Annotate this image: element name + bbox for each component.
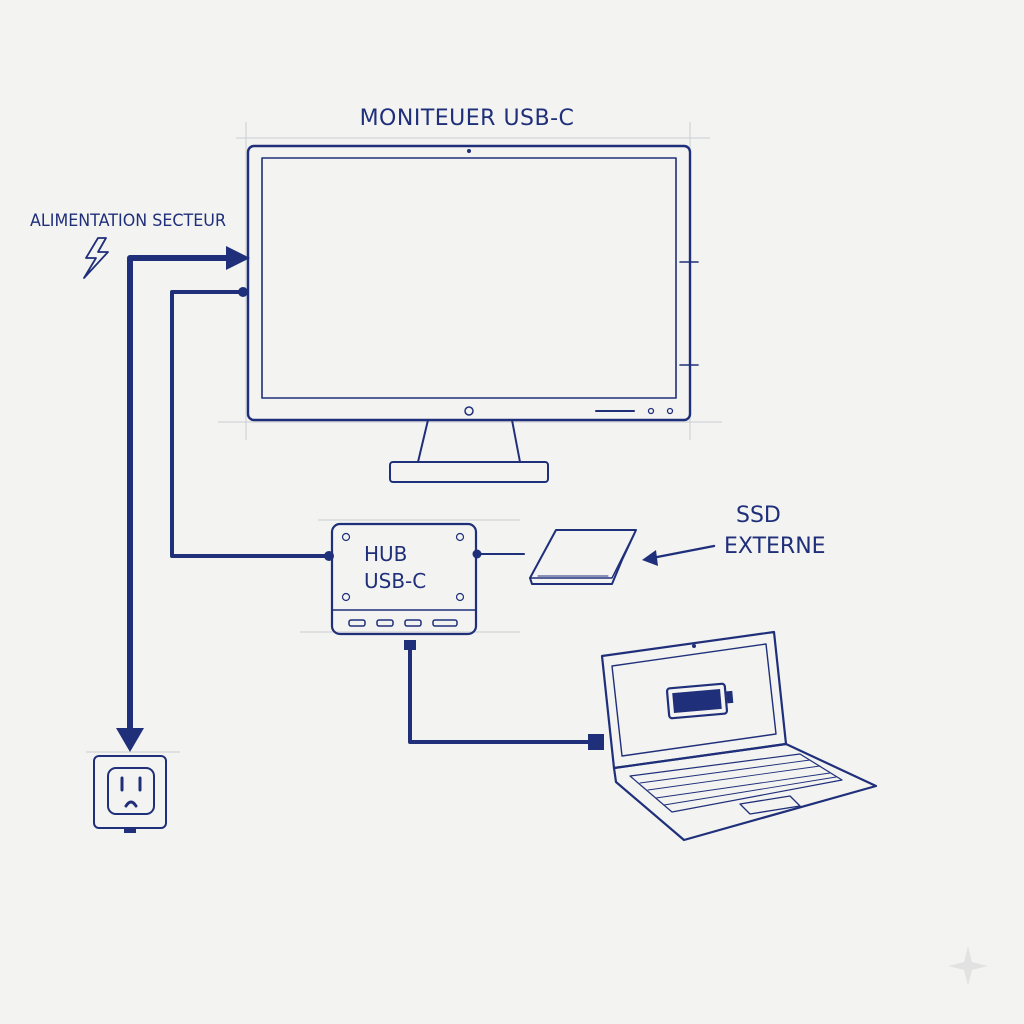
power-label: ALIMENTATION SECTEUR <box>30 211 226 231</box>
external-ssd-icon <box>529 529 637 585</box>
sparkle-icon <box>948 946 988 986</box>
ssd-annotation-arrow <box>650 544 716 560</box>
outlet-tab <box>124 828 136 833</box>
hub-port <box>376 619 394 627</box>
monitor-button-dot <box>647 407 655 415</box>
hub-label-line1: HUB <box>364 542 407 566</box>
laptop-base <box>612 742 878 842</box>
battery-icon <box>665 682 734 720</box>
monitor-camera-icon <box>467 149 471 153</box>
hub-screw <box>455 532 465 542</box>
laptop-cable-plug-top <box>404 640 416 650</box>
hub-port <box>432 619 458 627</box>
hub-screw <box>341 592 351 602</box>
laptop-icon <box>600 630 878 842</box>
laptop-camera-icon <box>692 644 696 648</box>
monitor-base <box>389 461 549 483</box>
monitor-bezel <box>246 144 692 422</box>
laptop-screen <box>611 643 777 757</box>
outlet-face <box>107 767 155 815</box>
outlet-ground <box>124 800 138 808</box>
monitor-label: MONITEUER USB-C <box>360 106 575 131</box>
power-cable <box>127 255 231 741</box>
cables <box>116 246 716 752</box>
laptop-cable <box>408 644 592 744</box>
monitor <box>246 144 699 483</box>
hub-port <box>404 619 422 627</box>
hub-label-line2: USB-C <box>364 569 426 593</box>
ssd-label-line1: SSD <box>736 503 781 528</box>
laptop-trackpad <box>739 795 801 815</box>
laptop-keyboard <box>629 753 843 813</box>
hub-screw <box>341 532 351 542</box>
hub-screw <box>455 592 465 602</box>
monitor-screen <box>261 157 677 399</box>
hub-body <box>330 522 478 636</box>
ssd-label-line2: EXTERNE <box>724 534 826 559</box>
laptop-cable-plug <box>588 734 604 750</box>
video-cable <box>170 290 332 558</box>
monitor-power-button-icon <box>464 406 474 416</box>
hub-port <box>348 619 366 627</box>
monitor-button-dot <box>666 407 674 415</box>
ssd-annotation-arrowhead <box>642 550 658 566</box>
video-cable-connector <box>238 287 248 297</box>
wall-outlet-icon <box>93 755 167 833</box>
usb-hub-icon <box>330 522 478 636</box>
power-cable-arrow-down <box>116 728 144 752</box>
power-cable-arrow-right <box>226 246 250 270</box>
lightning-bolt-icon <box>83 237 109 279</box>
